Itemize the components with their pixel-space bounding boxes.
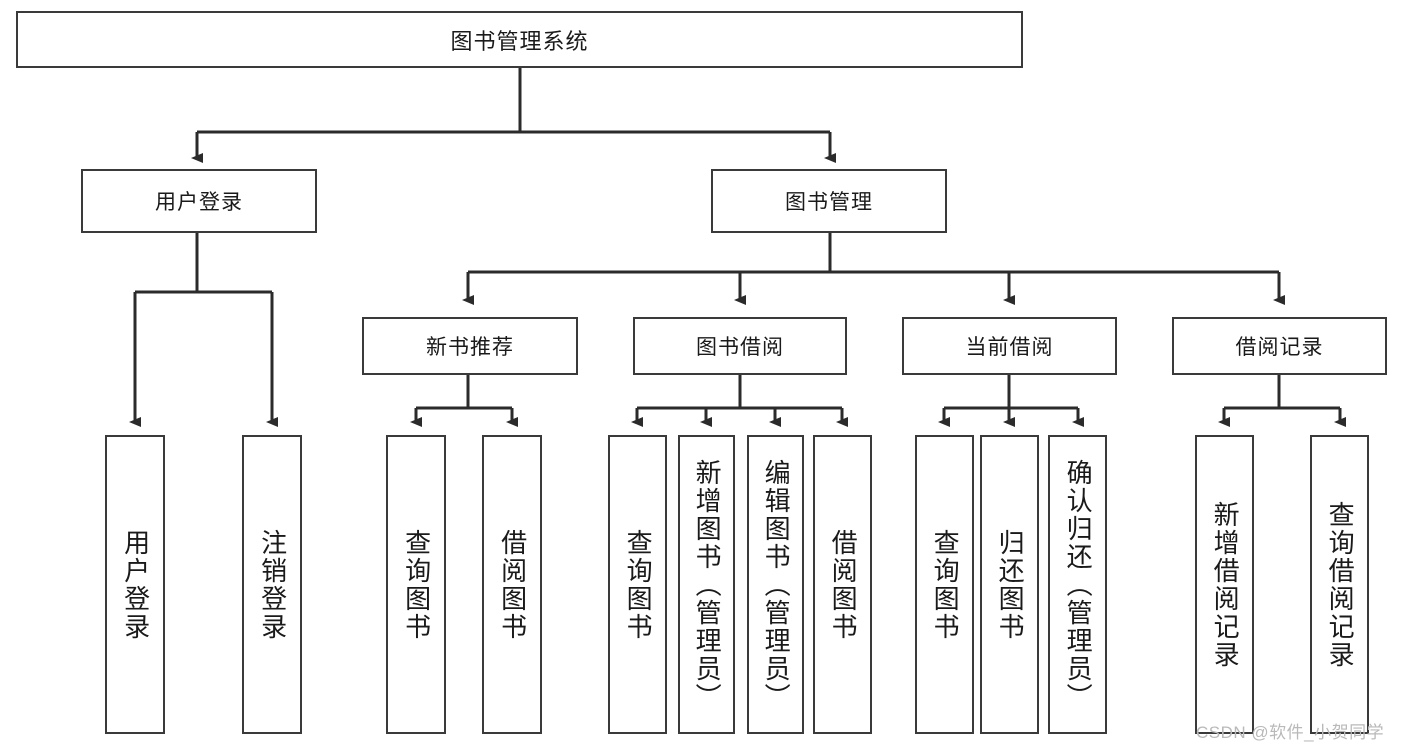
node-current-borrow[interactable]: 当前借阅 <box>902 317 1117 375</box>
leaf-book-borrow-borrow-book[interactable]: 借阅图书 <box>813 435 872 734</box>
node-new-book-recommend[interactable]: 新书推荐 <box>362 317 578 375</box>
leaf-book-borrow-edit-book-admin[interactable]: 编辑图书（管理员） <box>747 435 804 734</box>
watermark-text: CSDN @软件_小贺同学 <box>1196 723 1385 742</box>
node-book-borrow[interactable]: 图书借阅 <box>633 317 847 375</box>
leaf-borrow-record-query-record[interactable]: 查询借阅记录 <box>1310 435 1369 734</box>
leaf-current-borrow-confirm-return-admin[interactable]: 确认归还（管理员） <box>1048 435 1107 734</box>
leaf-book-borrow-add-book-admin[interactable]: 新增图书（管理员） <box>678 435 735 734</box>
leaf-user-login-logout[interactable]: 注销登录 <box>242 435 302 734</box>
node-user-login[interactable]: 用户登录 <box>81 169 317 233</box>
node-root-book-management-system[interactable]: 图书管理系统 <box>16 11 1023 68</box>
leaf-borrow-record-add-record[interactable]: 新增借阅记录 <box>1195 435 1254 734</box>
leaf-book-borrow-query-book[interactable]: 查询图书 <box>608 435 667 734</box>
leaf-new-book-borrow-book[interactable]: 借阅图书 <box>482 435 542 734</box>
leaf-new-book-query-book[interactable]: 查询图书 <box>386 435 446 734</box>
leaf-current-borrow-query-book[interactable]: 查询图书 <box>915 435 974 734</box>
leaf-current-borrow-return-book[interactable]: 归还图书 <box>980 435 1039 734</box>
leaf-user-login-login[interactable]: 用户登录 <box>105 435 165 734</box>
node-book-management[interactable]: 图书管理 <box>711 169 947 233</box>
node-borrow-record[interactable]: 借阅记录 <box>1172 317 1387 375</box>
